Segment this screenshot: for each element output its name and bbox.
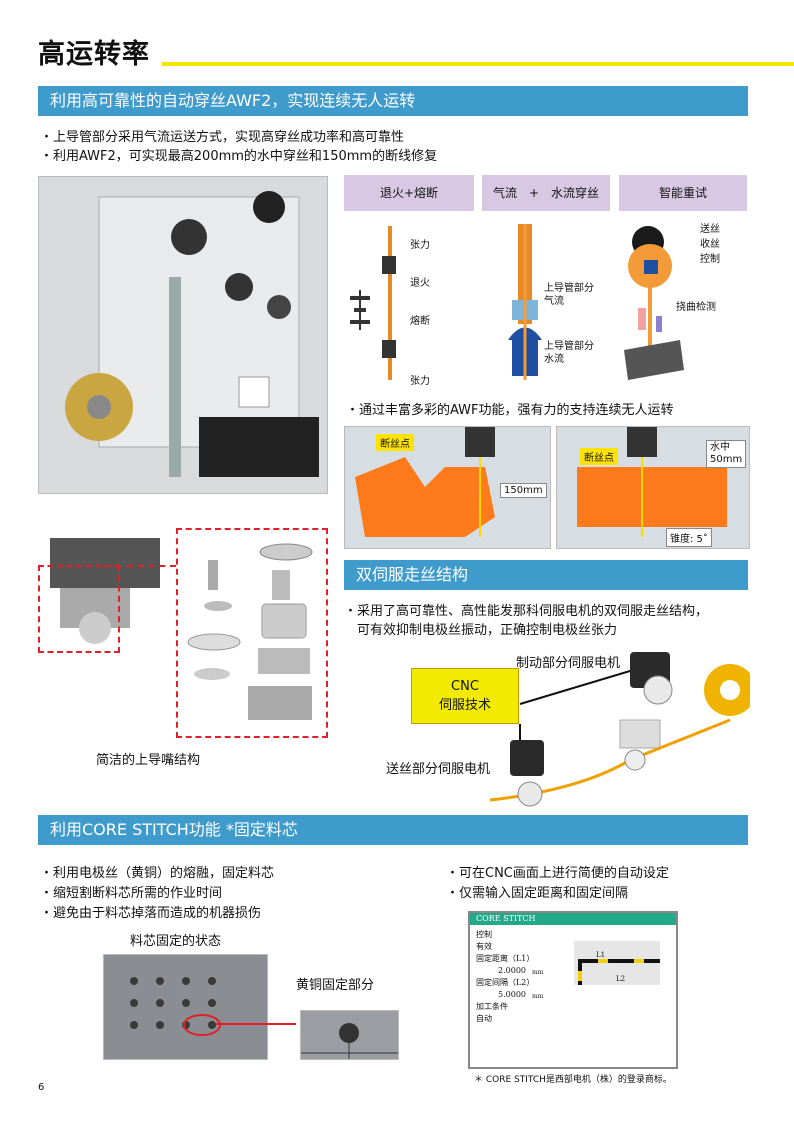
brass-caption: 黄铜固定部分: [296, 978, 375, 993]
l2-label: L2: [616, 975, 626, 983]
section1-bullet-1: ・上导管部分采用气流运送方式，实现高穿丝成功率和高可靠性: [40, 130, 405, 145]
tab-anneal: 退火+熔断: [344, 175, 474, 211]
section2-bullet-2: 可有效抑制电极丝振动，正确控制电极丝张力: [344, 623, 618, 638]
control-label: 控制: [476, 930, 492, 939]
label-fuse: 熔断: [410, 316, 430, 327]
core-bullet-1: ・利用电极丝（黄铜）的熔融，固定料芯: [40, 866, 275, 881]
condition-label: 加工条件: [476, 1002, 508, 1011]
stitch-diagram: [574, 941, 660, 985]
label-feed-control: 送丝 收丝 控制: [700, 224, 720, 265]
label-tension-top: 张力: [410, 240, 430, 251]
label-upper-airflow: 上导管部分 气流: [544, 283, 594, 307]
core-state-caption: 料芯固定的状态: [130, 934, 222, 949]
label-tension-bottom: 张力: [410, 376, 430, 387]
awf-bullet: ・通过丰富多彩的AWF功能，强有力的支持连续无人运转: [346, 403, 674, 418]
anneal-diagram: [344, 220, 474, 390]
core-bullet-3: ・避免由于料芯掉落而造成的机器损伤: [40, 906, 262, 921]
interval-label: 固定间隔（L2）: [476, 978, 535, 987]
airflow-diagram: [490, 220, 610, 390]
core-plate-photo: [103, 954, 268, 1060]
footnote: ＊ CORE STITCH是西部电机（株）的登录商标。: [474, 1075, 672, 1085]
section3-heading: 利用CORE STITCH功能 *固定料芯: [38, 815, 748, 845]
brake-motor-label: 制动部分伺服电机: [516, 656, 621, 671]
label-deflection: 挠曲检测: [676, 302, 716, 313]
tab-airflow: 气流 + 水流穿丝: [482, 175, 610, 211]
section1-heading: 利用高可靠性的自动穿丝AWF2，实现连续无人运转: [38, 86, 748, 116]
break-point-2: 断丝点: [580, 448, 618, 465]
break-point-1: 断丝点: [376, 434, 414, 451]
interval-unit: mm: [532, 993, 544, 1000]
sim-image-1: [344, 426, 551, 549]
callout-arrow: [216, 1023, 296, 1025]
core-stitch-screen: CORE STITCH 控制 有效 固定距离（L1） 2.0000 mm 固定间…: [468, 911, 678, 1069]
core-bullet-right-1: ・可在CNC画面上进行简便的自动设定: [446, 866, 669, 881]
section2-heading: 双伺服走丝结构: [344, 560, 748, 590]
servo-tech-label: 伺服技术: [438, 698, 491, 713]
tab-retry: 智能重试: [619, 175, 747, 211]
core-bullet-2: ・缩短割断料芯所需的作业时间: [40, 886, 223, 901]
page-number: 6: [38, 1082, 45, 1093]
interval-value[interactable]: 5.0000: [498, 990, 526, 999]
label-anneal: 退火: [410, 278, 430, 289]
servo-diagram: [480, 640, 756, 810]
feed-motor-label: 送丝部分伺服电机: [386, 762, 491, 777]
section2-bullet-1: ・采用了高可靠性、高性能发那科伺服电机的双伺服走丝结构，: [344, 604, 709, 619]
label-upper-water: 上导管部分 水流: [544, 341, 594, 365]
l1-label: L1: [596, 951, 606, 959]
machine-photo: [38, 176, 328, 494]
taper-5: 锥度: 5˚: [666, 528, 712, 547]
nozzle-caption: 简洁的上导嘴结构: [96, 753, 201, 768]
control-value[interactable]: 有效: [476, 942, 492, 951]
nozzle-highlight: [38, 565, 120, 653]
nozzle-parts-panel: [176, 528, 328, 738]
cnc-servo-box: CNC 伺服技术: [411, 668, 519, 724]
screen-title: CORE STITCH: [470, 913, 676, 925]
brass-closeup: [300, 1010, 399, 1060]
title-underline: [162, 62, 794, 66]
connector-dash: [116, 565, 176, 568]
condition-value[interactable]: 自动: [476, 1014, 492, 1023]
distance-label: 固定距离（L1）: [476, 954, 535, 963]
page-title: 高运转率: [38, 39, 150, 70]
cnc-label: CNC: [451, 679, 479, 694]
distance-unit: mm: [532, 969, 544, 976]
height-150: 150mm: [500, 483, 547, 498]
distance-value[interactable]: 2.0000: [498, 966, 526, 975]
water-50: 水中 50mm: [706, 440, 747, 468]
section1-bullet-2: ・利用AWF2，可实现最高200mm的水中穿丝和150mm的断线修复: [40, 149, 438, 164]
retry-diagram: [620, 220, 748, 390]
core-bullet-right-2: ・仅需输入固定距离和固定间隔: [446, 886, 629, 901]
